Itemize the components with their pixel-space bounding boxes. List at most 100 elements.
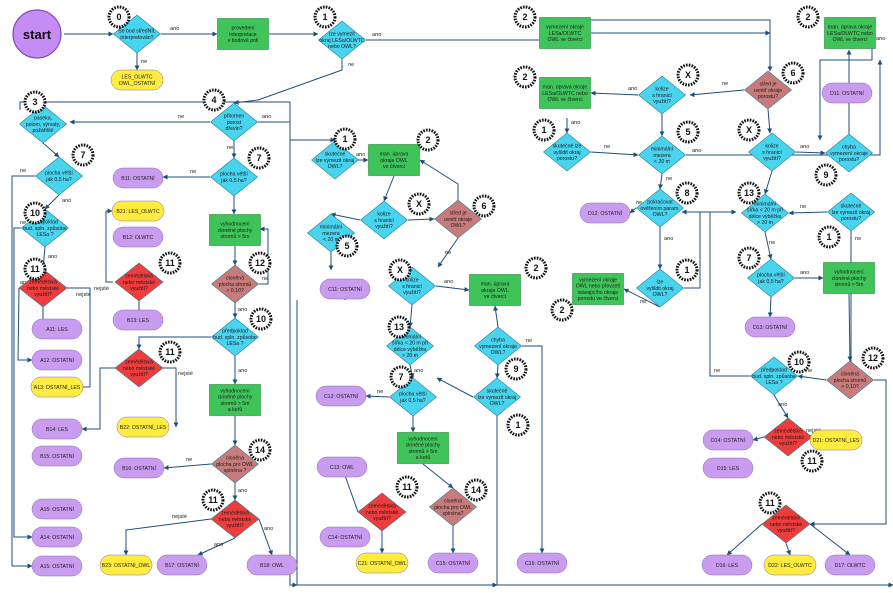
connector-74 (788, 210, 828, 216)
badge-face (865, 350, 881, 366)
node-text: porostu? (758, 94, 778, 100)
connector-60 (689, 89, 745, 98)
badge-b1e: 1 (506, 413, 530, 437)
outcome-pill (31, 498, 83, 520)
outcome-pill (31, 418, 83, 440)
node-oC7: C16: OSTATNÍ (516, 552, 568, 574)
node-text: man. úprava okraje (543, 85, 588, 91)
node-text: lze vymezit okraj (478, 395, 516, 401)
node-oD9: D17: OLWTC (824, 554, 876, 576)
badge-bXd: X (737, 118, 761, 142)
connector-89 (19, 101, 298, 588)
edge-label-75: ne (855, 236, 861, 242)
node-text: bud. spln. způsobe (752, 373, 796, 380)
badge-face (536, 122, 552, 138)
node-text: paseka, (34, 116, 52, 122)
node-text: OWL ve čtverci (548, 97, 583, 103)
node-text: cloněné plochy (832, 276, 867, 282)
node-text: lze vymezit (329, 32, 355, 38)
node-text: zemědělská (368, 504, 396, 510)
badge-face (680, 67, 696, 83)
node-text: cloněná (841, 372, 859, 378)
node-text: kolize (405, 278, 418, 284)
edge-label-42: ano (444, 279, 453, 285)
badge-face (762, 495, 778, 511)
node-text: cloněné plochy (218, 395, 253, 401)
edge-label-17: ne (190, 169, 196, 175)
node-text: chyba (842, 145, 856, 151)
badge-b11g: 11 (758, 491, 782, 515)
badge-face (741, 250, 757, 266)
badge-face (27, 205, 43, 221)
connector-66 (629, 207, 637, 214)
badge-face (393, 369, 409, 385)
node-oA6: A15: OSTATNÍ (31, 555, 83, 577)
badge-b1d: 1 (675, 258, 699, 282)
node-text: mezera (653, 153, 670, 159)
node-text: využití? (763, 156, 781, 162)
badge-face (517, 69, 533, 85)
decision-diamond (35, 156, 83, 196)
node-text: šířka < 20 m při (747, 208, 783, 214)
badge-b1c: 1 (532, 118, 556, 142)
decision-diamond (210, 102, 258, 142)
edge-label-13: ano (48, 254, 57, 260)
node-oD5: D21: OSTATNÍ_LES (809, 429, 863, 451)
node-text: < 20 m (323, 237, 339, 243)
badge-b10b: 10 (249, 307, 273, 331)
badge-face (162, 344, 178, 360)
badge-number: 2 (522, 12, 527, 22)
process-box (572, 273, 624, 305)
badge-number: 12 (255, 258, 265, 268)
decision-diamond (211, 264, 259, 304)
node-oD4: D14: OSTATNÍ (702, 429, 754, 451)
outcome-pill (319, 278, 371, 300)
outcome-pill (156, 554, 208, 576)
node-oD3: D13: OSTATNÍ (744, 316, 796, 338)
badge-b10a: 10 (23, 201, 47, 225)
node-oC3: C13: OWL (316, 456, 368, 478)
edge-label-80: ne (806, 368, 812, 374)
start-circle (12, 9, 62, 59)
badge-face (679, 262, 695, 278)
node-text: využití? (779, 441, 797, 447)
node-text: C15: OSTATNÍ (436, 560, 471, 567)
node-text: porost (227, 120, 242, 126)
edge-label-22: ne (262, 276, 268, 282)
badge-number: 1 (515, 420, 520, 430)
outcome-pill (701, 554, 753, 576)
badge-face (205, 492, 221, 508)
node-text: chyba (491, 338, 505, 344)
node-text: ve čtverci (383, 164, 405, 170)
badge-face (468, 482, 484, 498)
badge-b0: 0 (107, 5, 131, 29)
decision-diamond (747, 258, 795, 298)
process-box (823, 262, 875, 294)
node-text: kolize (377, 212, 390, 218)
node-text: střed je (759, 82, 776, 88)
node-text: D22: LES_OLWTC (768, 563, 812, 569)
decision-diamond (114, 262, 164, 302)
badge-face (741, 185, 757, 201)
connector-14 (17, 287, 33, 363)
outcome-pill (744, 316, 796, 338)
connector-12 (13, 227, 33, 540)
badge-b4: 4 (202, 88, 226, 112)
node-text: OWL? (451, 223, 466, 229)
decision-diamond (429, 487, 477, 527)
badge-b11e: 11 (395, 475, 419, 499)
node-text: využití? (226, 523, 244, 529)
node-oA3: A13: OSTATNÍ_LES (30, 376, 84, 398)
badge-b5b: 5 (676, 120, 700, 144)
edge-label-81: ano (778, 402, 787, 408)
